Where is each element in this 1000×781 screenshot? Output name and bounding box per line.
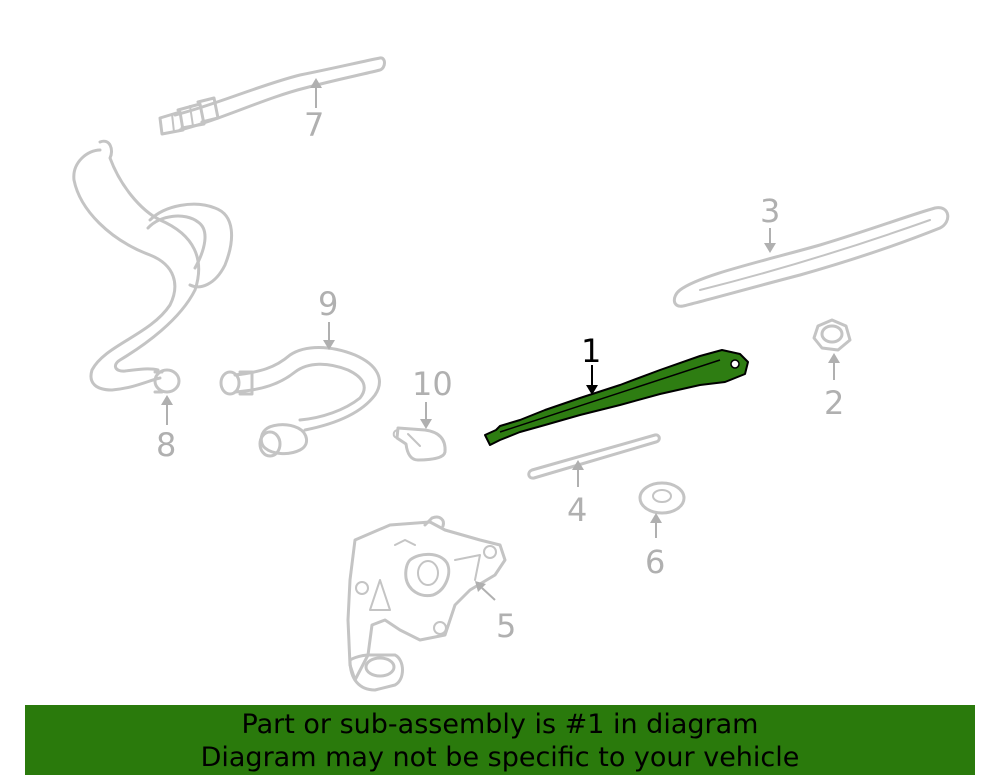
callout-1-label: 1 — [581, 332, 601, 370]
part-7-hose[interactable] — [158, 56, 386, 136]
callout-8-label: 8 — [156, 426, 176, 464]
parts-diagram: 7 8 9 10 — [72, 56, 950, 692]
part-4-blade-insert[interactable] — [527, 433, 661, 480]
callout-9-label: 9 — [318, 285, 338, 323]
callout-3: 3 — [760, 192, 780, 253]
callout-2-label: 2 — [824, 384, 844, 422]
callout-1: 1 — [581, 332, 601, 395]
banner-line-1: Part or sub-assembly is #1 in diagram — [241, 709, 759, 740]
callout-10: 10 — [412, 365, 453, 429]
part-9-hose[interactable] — [219, 346, 381, 458]
part-1-wiper-arm[interactable] — [484, 349, 749, 446]
callout-4-label: 4 — [567, 491, 587, 529]
callout-8: 8 — [156, 395, 176, 464]
part-10-nozzle[interactable] — [392, 426, 447, 462]
part-2-nut[interactable] — [812, 318, 852, 352]
callout-5: 5 — [475, 581, 516, 645]
callout-4: 4 — [567, 460, 587, 529]
banner-line-2: Diagram may not be specific to your vehi… — [200, 742, 800, 773]
callout-6-label: 6 — [645, 543, 665, 581]
callout-2: 2 — [824, 353, 844, 422]
part-6-grommet[interactable] — [638, 481, 686, 515]
callout-10-label: 10 — [412, 365, 453, 403]
part-3-wiper-blade[interactable] — [672, 206, 950, 308]
part-8-hose[interactable] — [72, 139, 234, 394]
callout-7: 7 — [304, 78, 324, 144]
callout-6: 6 — [645, 513, 665, 581]
part-5-wiper-motor[interactable] — [346, 515, 507, 692]
callout-7-label: 7 — [304, 106, 324, 144]
callout-3-label: 3 — [760, 192, 780, 230]
info-banner: Part or sub-assembly is #1 in diagram Di… — [25, 705, 975, 775]
callout-9: 9 — [318, 285, 338, 350]
callout-5-label: 5 — [496, 607, 516, 645]
